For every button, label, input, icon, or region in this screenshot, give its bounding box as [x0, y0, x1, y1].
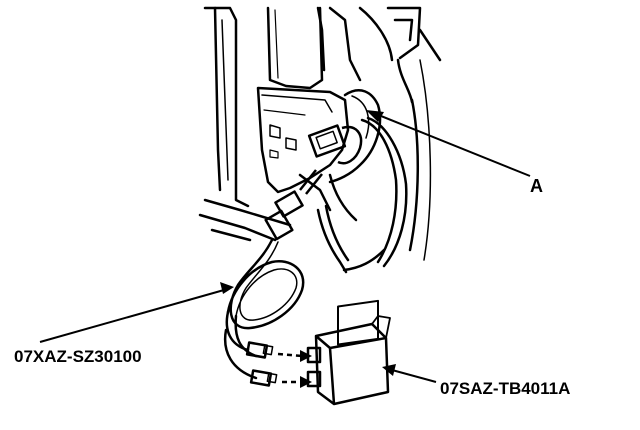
- connector-a: [307, 124, 363, 165]
- callout-test-tool: 07SAZ-TB4011A: [440, 379, 570, 398]
- test-tool-box: [306, 299, 391, 406]
- pillar-structure: [316, 6, 442, 104]
- right-trim: [408, 59, 432, 261]
- callout-a: A: [530, 176, 543, 196]
- trim-panel: [198, 6, 292, 242]
- connection-arrows: [277, 352, 303, 384]
- connection-arrowheads: [300, 350, 312, 388]
- leader-test-tool: [382, 364, 437, 383]
- leader-harness-tool: [39, 282, 234, 343]
- vehicle-harness: [316, 116, 408, 274]
- leader-a: [366, 110, 531, 177]
- harness-tool-end-plugs: [245, 341, 278, 387]
- retractor-assembly: [256, 6, 382, 222]
- callout-harness-tool: 07XAZ-SZ30100: [14, 347, 142, 366]
- harness-tool-cable: [223, 238, 305, 380]
- harness-tool-plug: [264, 169, 323, 241]
